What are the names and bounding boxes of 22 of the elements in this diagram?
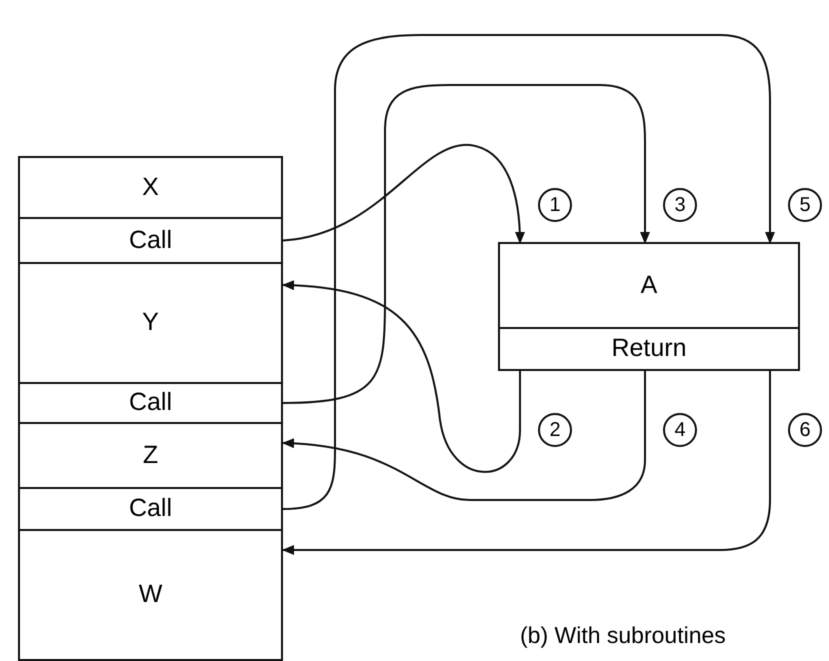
arrow [282, 84, 650, 404]
step-number: 4 [663, 413, 697, 447]
memory-block: Z [18, 422, 283, 489]
caption: (b) With subroutines [520, 621, 726, 650]
arrow [282, 280, 521, 473]
arrow [282, 370, 771, 555]
arrow [282, 370, 646, 501]
step-number: 1 [538, 188, 572, 222]
step-number: 2 [538, 413, 572, 447]
memory-block: Return [498, 327, 800, 371]
step-number: 5 [788, 188, 822, 222]
memory-block: Call [18, 217, 283, 264]
memory-block: X [18, 156, 283, 219]
memory-block: Y [18, 262, 283, 384]
step-number: 6 [788, 413, 822, 447]
memory-block: Call [18, 382, 283, 424]
memory-block: Call [18, 487, 283, 531]
arrow [282, 144, 525, 244]
step-number: 3 [663, 188, 697, 222]
arrow [282, 34, 775, 510]
memory-block: A [498, 242, 800, 329]
memory-block: W [18, 529, 283, 661]
